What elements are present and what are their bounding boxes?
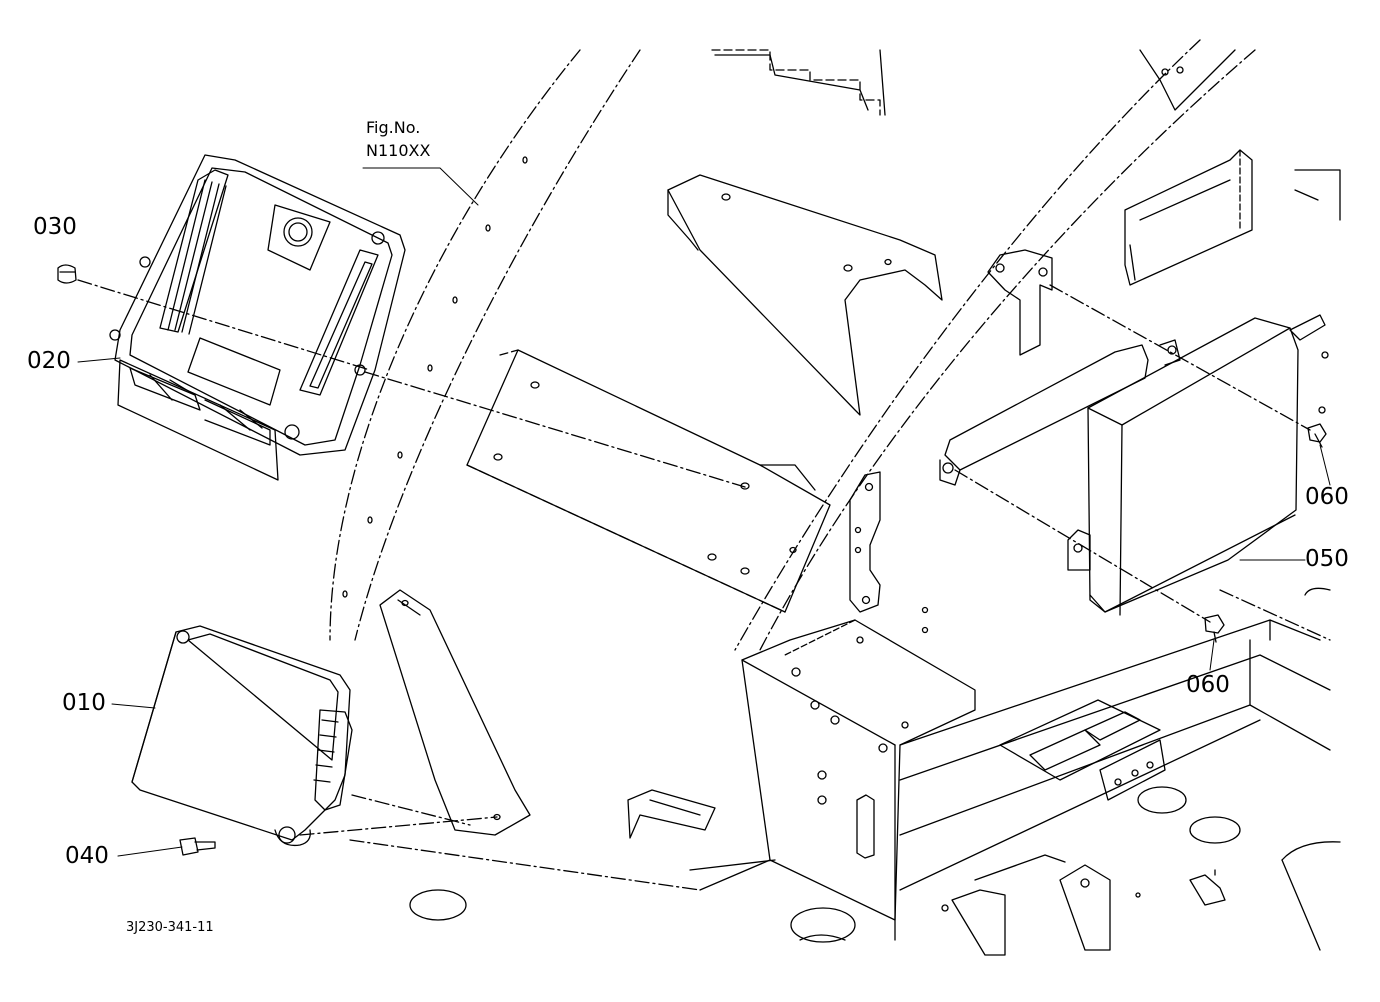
callout-020: 020 — [27, 348, 71, 374]
drawing-code: 3J230-341-11 — [126, 920, 214, 935]
figure-ref-line2: N110XX — [366, 141, 431, 160]
callout-leaders — [77, 167, 1331, 857]
ecu-controller-010 — [131, 625, 353, 847]
main-frame — [409, 619, 1331, 956]
ecu-controller-020 — [109, 154, 406, 481]
clip-bracket — [849, 471, 929, 634]
side-bracket — [1124, 149, 1253, 286]
ecu-controller-050 — [1067, 314, 1326, 616]
figure-ref-line1: Fig.No. — [366, 118, 421, 137]
frame-right — [1281, 169, 1341, 951]
bolt-030 — [57, 264, 77, 284]
bolt-040 — [179, 837, 216, 856]
bolt-060-lower — [1204, 614, 1225, 643]
bolt-060-upper — [1307, 423, 1327, 448]
mounting-plate — [466, 349, 831, 613]
mounting-bracket-upper — [667, 174, 943, 416]
assembly-lines — [77, 279, 1331, 891]
top-bracket — [711, 49, 1236, 116]
callout-030: 030 — [33, 214, 77, 240]
frame-holes — [342, 156, 528, 598]
callout-050: 050 — [1305, 546, 1349, 572]
callout-060-lower: 060 — [1186, 672, 1230, 698]
callout-010: 010 — [62, 690, 106, 716]
callout-040: 040 — [65, 843, 109, 869]
frame-arc — [329, 39, 1256, 651]
mounting-bracket-lower — [379, 589, 531, 836]
unit-bracket — [939, 249, 1181, 486]
callout-060-upper: 060 — [1305, 484, 1349, 510]
